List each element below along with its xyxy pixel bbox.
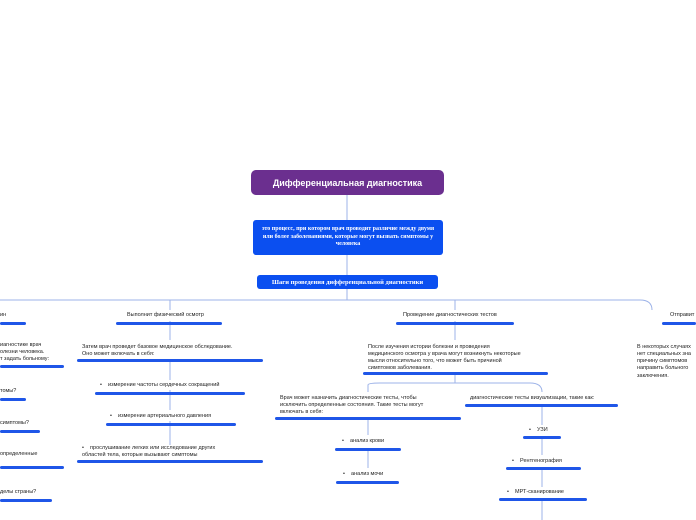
exam-item-blood-pressure[interactable]: • измерение артериального давления [110, 413, 212, 419]
lab-desc-underline [275, 417, 461, 420]
exam-title-underline [116, 322, 222, 325]
definition-node[interactable]: это процесс, при котором врач проводит р… [253, 220, 443, 255]
exam-item-heart-rate[interactable]: • измерение частоты сердечных сокращений [100, 382, 220, 388]
right-desc-line: причину симптомов [637, 358, 688, 365]
lab-item-urine[interactable]: • анализ мочи [343, 471, 384, 477]
left-desc-line: олезни человека. [0, 349, 45, 356]
exam-item-lungs[interactable]: • прослушивание легких или исследование … [82, 445, 216, 459]
exam-item-2-underline [106, 423, 236, 426]
left-question-1[interactable]: томы? [0, 388, 17, 394]
right-branch-desc[interactable]: В некоторых случаях нет специальных зна … [637, 344, 696, 380]
left-question-2[interactable]: симптомы? [0, 420, 29, 426]
imaging-tests-desc[interactable]: диагностические тесты визуализации, таки… [470, 395, 595, 401]
left-branch-underline [0, 322, 26, 325]
exam-item-text: измерение частоты сердечных сокращений [108, 382, 220, 388]
steps-node[interactable]: Шаги проведения дифференциальной диагнос… [257, 275, 438, 289]
left-desc-line: иагностике врач [0, 342, 42, 348]
exam-desc[interactable]: Затем врач проведет базовое медицинское … [82, 344, 233, 358]
lab-desc-line: исключить определенные состояния. Такие … [280, 402, 424, 409]
tests-desc-line: симптомов заболевания. [368, 365, 432, 372]
tests-branch-title[interactable]: Проведение диагностических тестов [403, 312, 497, 318]
left-branch-desc[interactable]: иагностике врач олезни человека. т задат… [0, 342, 49, 363]
imaging-item-text: МРТ-сканирование [515, 489, 564, 495]
imaging-item-1-underline [523, 436, 561, 439]
right-desc-line: заключения. [637, 372, 669, 379]
left-question-3[interactable]: определенные [0, 451, 38, 457]
imaging-item-xray[interactable]: • Рентгенография [512, 458, 562, 464]
imaging-item-2-underline [506, 467, 581, 470]
imaging-item-text: Рентгенография [520, 458, 562, 464]
right-desc-line: направить больного [637, 365, 689, 372]
left-branch-title[interactable]: ин [0, 312, 7, 318]
imaging-desc-underline [465, 404, 618, 407]
left-q4-underline [0, 499, 52, 502]
definition-text: это процесс, при котором врач проводит р… [261, 225, 435, 248]
left-question-4[interactable]: делы страны? [0, 489, 37, 495]
imaging-item-3-underline [499, 498, 587, 501]
left-q1-underline [0, 398, 26, 401]
exam-item-text: измерение артериального давления [118, 413, 212, 419]
lab-desc-line: включать в себя: [280, 409, 324, 416]
root-node[interactable]: Дифференциальная диагностика [251, 170, 444, 195]
right-title-underline [662, 322, 696, 325]
exam-item-text-line2: областей тела, которые вызывают симптомы [82, 452, 198, 459]
lab-item-blood[interactable]: • анализ крови [342, 438, 385, 444]
lab-item-2-underline [336, 481, 399, 484]
tests-desc-line: мысли относительно того, что может быть … [368, 358, 502, 365]
exam-item-3-underline [77, 460, 263, 463]
tests-desc-line: медицинского осмотра у врача могут возни… [368, 351, 521, 358]
lab-item-text: анализ крови [350, 438, 385, 444]
lab-item-1-underline [335, 448, 401, 451]
tests-title-underline [396, 322, 514, 325]
tests-desc[interactable]: После изучения истории болезни и проведе… [368, 344, 521, 373]
imaging-item-text: УЗИ [537, 427, 548, 433]
exam-desc-underline [77, 359, 263, 362]
imaging-item-ultrasound[interactable]: • УЗИ [529, 427, 548, 433]
left-q3-underline [0, 466, 64, 469]
left-q2-underline [0, 430, 40, 433]
right-branch-title[interactable]: Отправит [670, 312, 695, 318]
steps-title: Шаги проведения дифференциальной диагнос… [271, 278, 424, 286]
left-desc-underline [0, 365, 64, 368]
root-title: Дифференциальная диагностика [272, 177, 423, 188]
right-desc-line: В некоторых случаях [637, 344, 691, 350]
exam-desc-line: Затем врач проведет базовое медицинское … [82, 344, 233, 350]
tests-desc-underline [363, 372, 548, 375]
tests-desc-line: После изучения истории болезни и проведе… [368, 344, 490, 350]
lab-item-text: анализ мочи [351, 471, 384, 477]
imaging-item-mri[interactable]: • МРТ-сканирование [507, 489, 564, 495]
exam-item-1-underline [95, 392, 245, 395]
exam-item-text: прослушивание легких или исследование др… [90, 445, 216, 451]
left-desc-line: т задать больному: [0, 356, 50, 363]
exam-desc-line: Оно может включать в себя: [82, 351, 155, 358]
right-desc-line: нет специальных зна [637, 351, 691, 358]
lab-tests-desc[interactable]: Врач может назначить диагностические тес… [280, 395, 423, 416]
lab-desc-line: Врач может назначить диагностические тес… [280, 395, 417, 401]
exam-branch-title[interactable]: Выполнит физический осмотр [127, 312, 204, 318]
